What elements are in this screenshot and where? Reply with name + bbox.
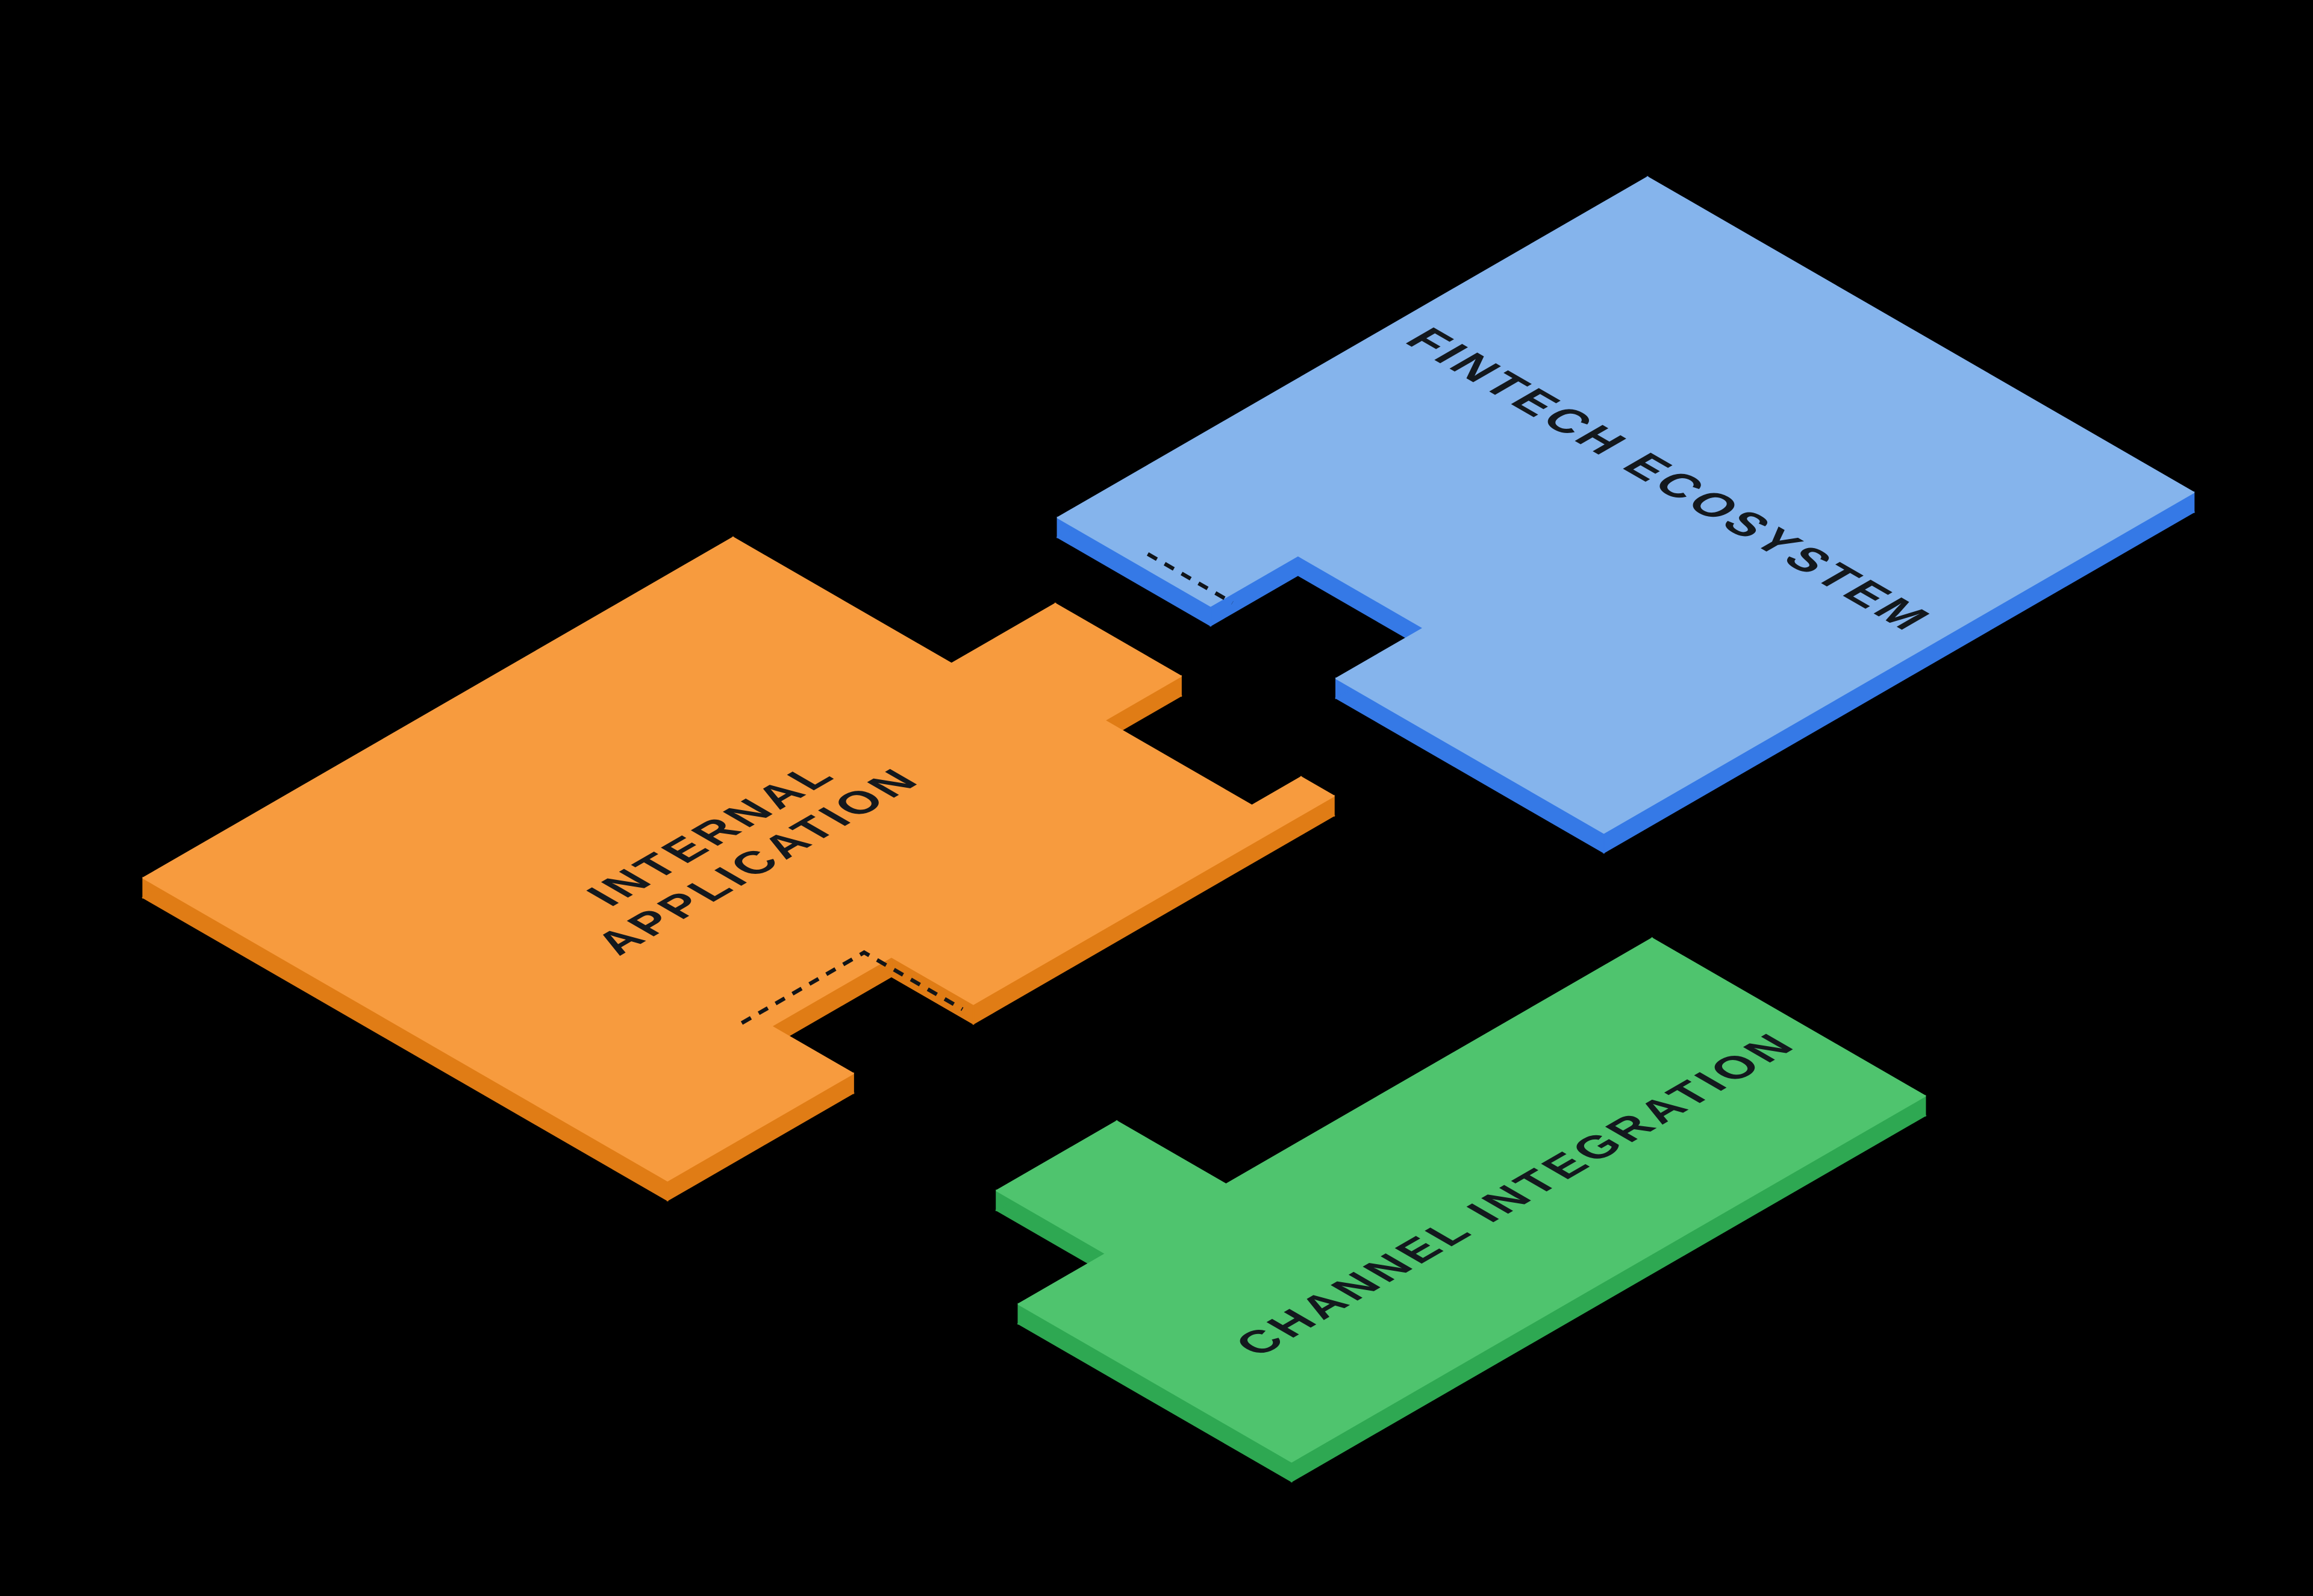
piece-top-face	[142, 537, 1335, 1182]
piece-fintech-ecosystem: FINTECH ECOSYSTEM	[1056, 176, 2196, 854]
piece-channel-integration: CHANNEL INTEGRATION	[995, 937, 1927, 1483]
connection-dashed-line	[1146, 552, 1234, 605]
piece-top-face	[996, 937, 1926, 1463]
connection-dashed-line	[740, 950, 964, 1025]
piece-top-face	[1057, 176, 2195, 834]
